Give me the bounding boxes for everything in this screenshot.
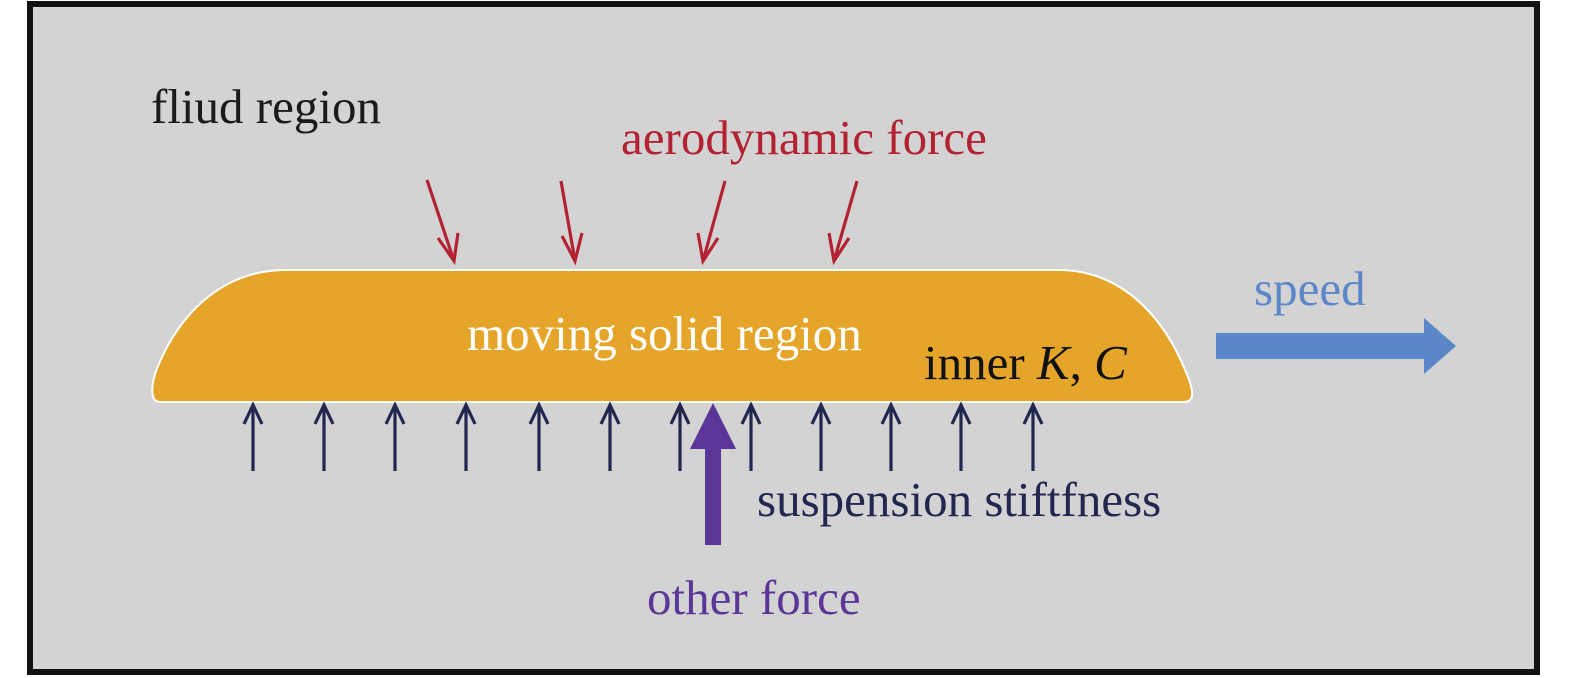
suspension-arrows [242, 401, 1044, 471]
suspension-arrowhead [242, 401, 264, 425]
inner-c-symbol: C [1094, 335, 1128, 390]
suspension-arrowhead [455, 401, 477, 425]
other-force-arrowhead [690, 403, 736, 449]
inner-separator: , [1070, 335, 1095, 390]
moving-solid-body [151, 269, 1194, 403]
speed-arrow [1216, 318, 1456, 374]
inner-k-symbol: K [1036, 335, 1072, 390]
suspension-stiffness-label: suspension stiftfness [757, 472, 1161, 527]
inner-prefix: inner [924, 335, 1037, 390]
aero-arrowhead-2 [560, 232, 584, 266]
suspension-arrowhead [384, 401, 406, 425]
suspension-arrowhead [1022, 401, 1044, 425]
other-force-arrow-shaft [705, 446, 721, 545]
speed-arrow-shaft [1216, 333, 1428, 359]
aerodynamic-force-label: aerodynamic force [621, 110, 987, 165]
suspension-arrowhead [528, 401, 550, 425]
moving-solid-region-label: moving solid region [467, 306, 862, 361]
fluid-region-label: fliud region [151, 79, 381, 134]
aerodynamic-arrows [425, 179, 859, 266]
suspension-arrowhead [740, 401, 762, 425]
aero-arrow-1 [425, 179, 456, 262]
suspension-arrowhead [950, 401, 972, 425]
suspension-arrowhead [669, 401, 691, 425]
aero-arrowhead-1 [436, 232, 460, 266]
aero-arrow-4 [832, 180, 859, 262]
inner-kc-label: inner K, C [924, 335, 1128, 390]
aero-arrowhead-4 [827, 232, 851, 266]
suspension-arrowhead [313, 401, 335, 425]
suspension-arrowhead [810, 401, 832, 425]
suspension-arrowhead [599, 401, 621, 425]
suspension-arrowhead [880, 401, 902, 425]
speed-label: speed [1254, 261, 1366, 316]
aero-arrowhead-3 [696, 232, 720, 266]
other-force-arrow [690, 403, 736, 545]
speed-arrowhead [1424, 318, 1456, 374]
aero-arrow-3 [701, 180, 727, 262]
other-force-label: other force [647, 570, 861, 625]
aero-arrow-2 [559, 180, 577, 262]
